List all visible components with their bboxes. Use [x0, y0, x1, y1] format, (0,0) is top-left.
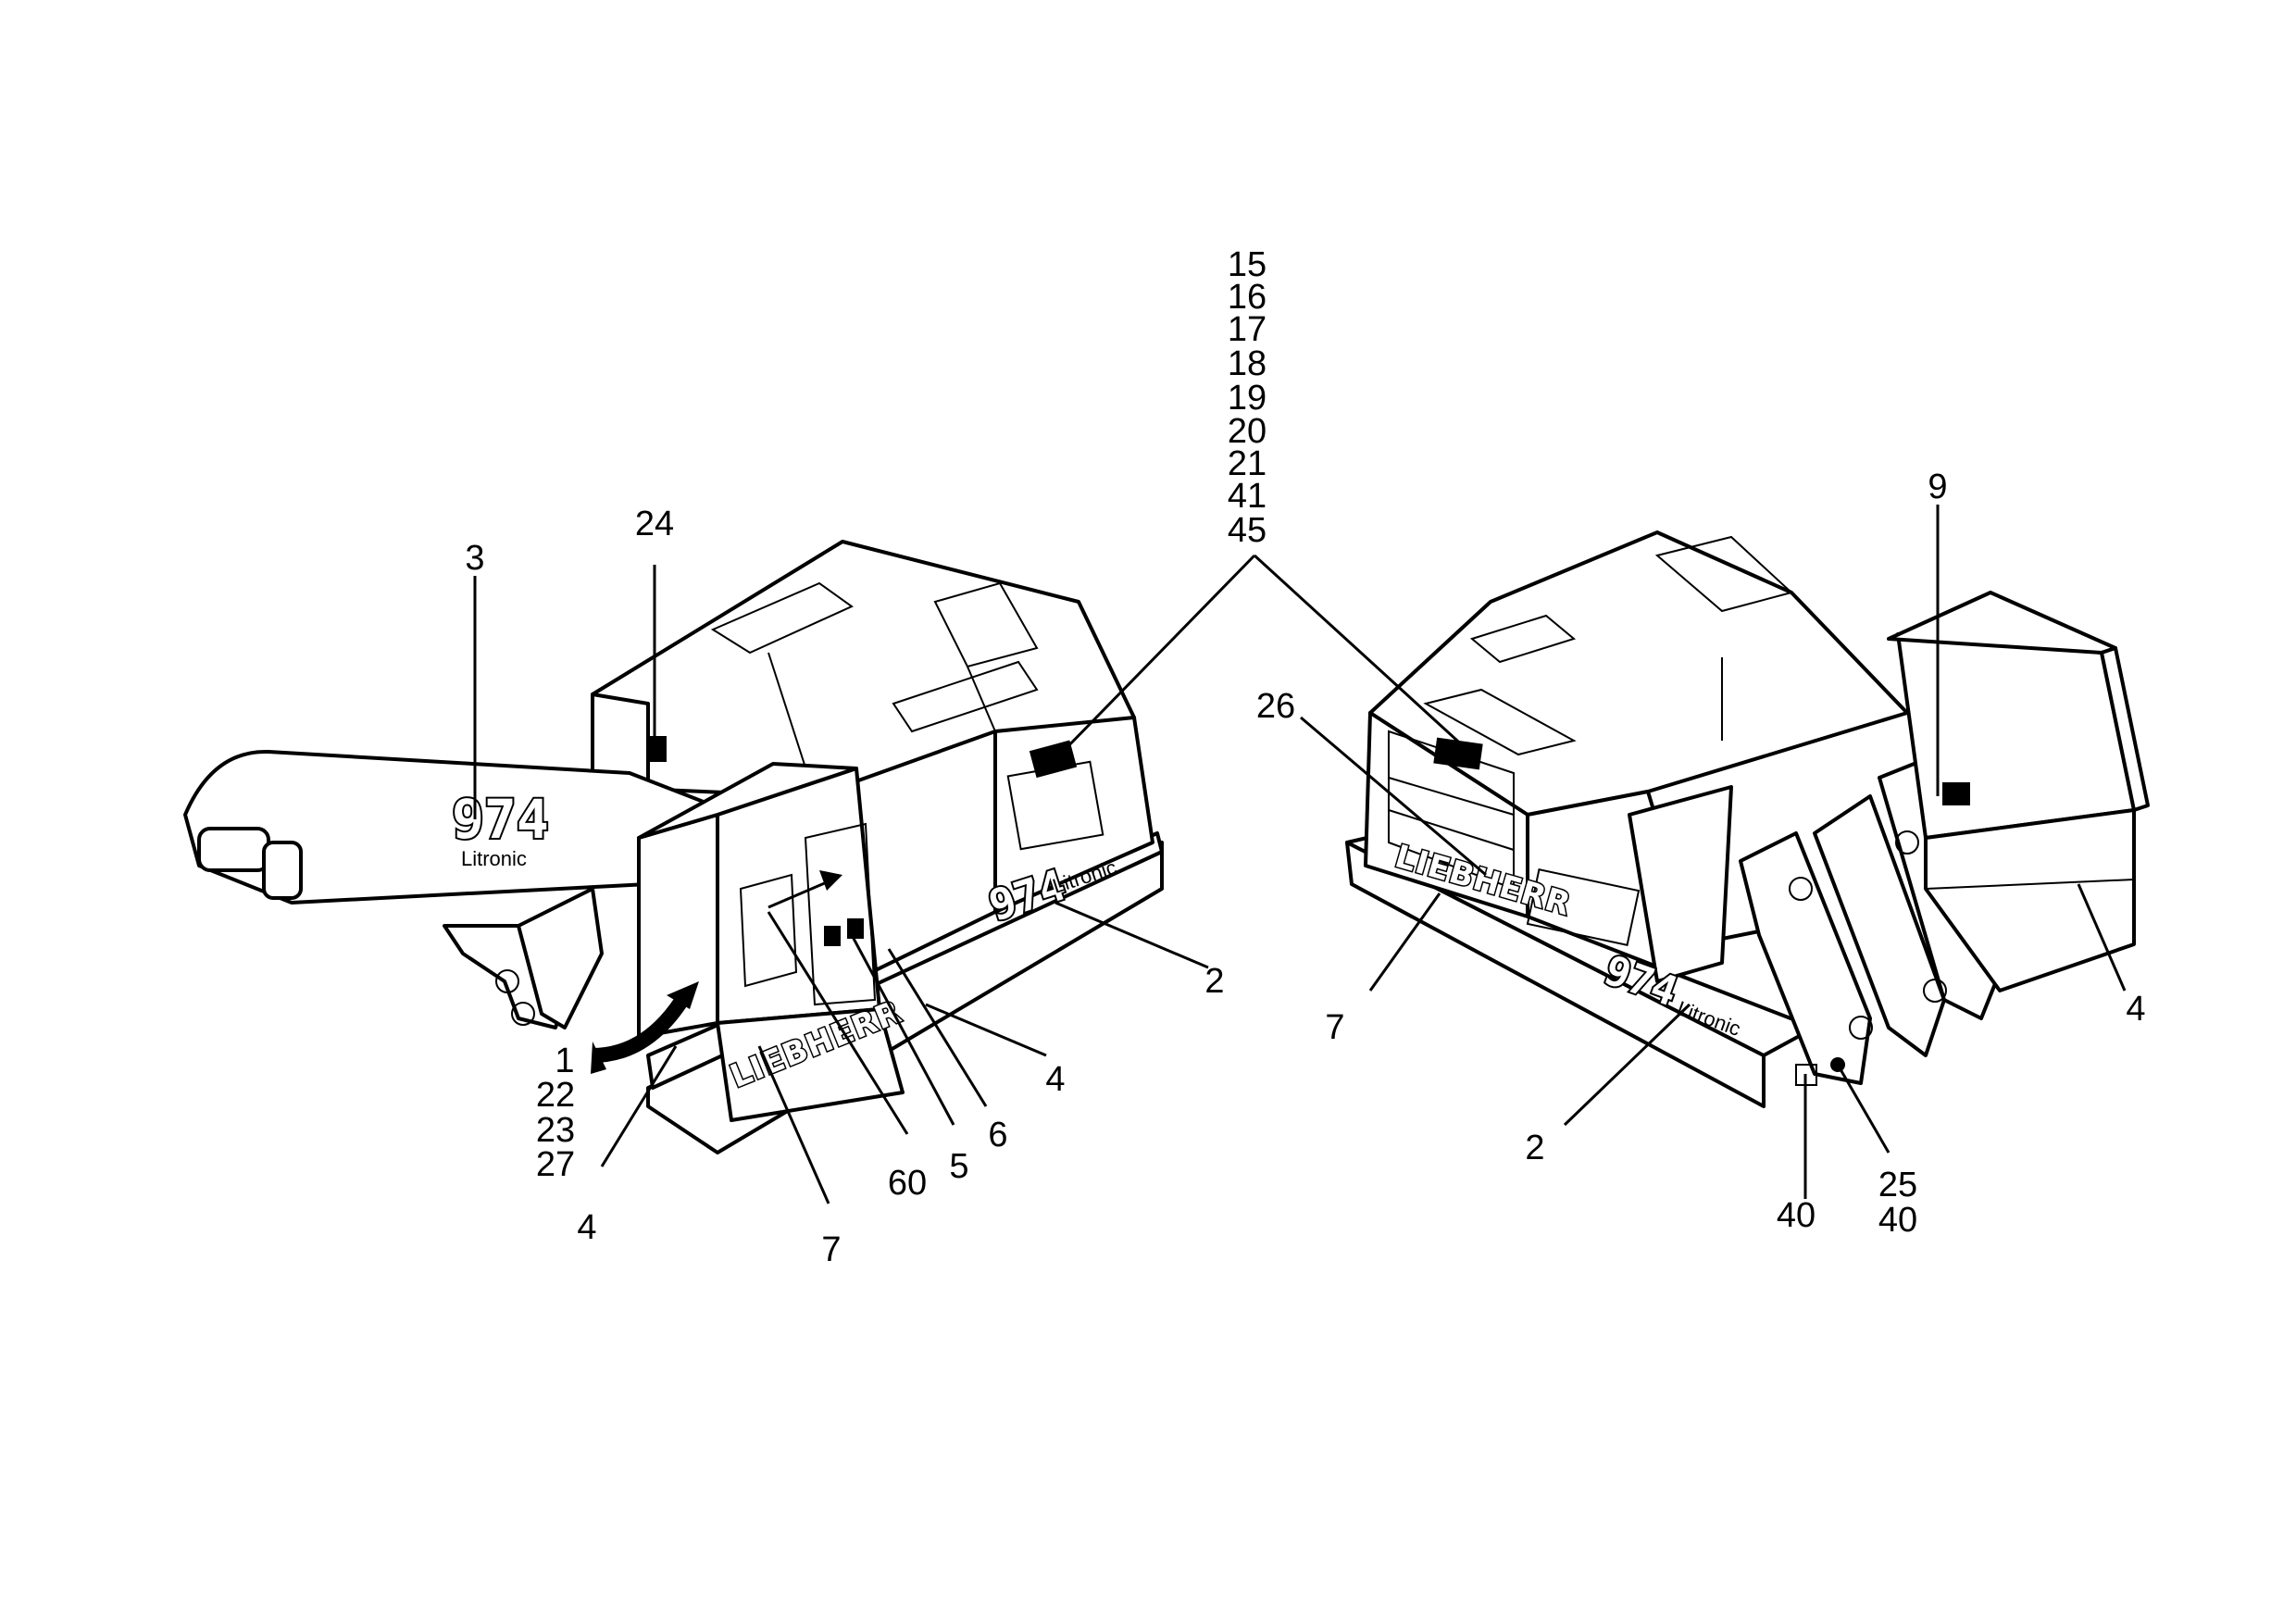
label-45: 45 — [1228, 511, 1267, 550]
label-27: 27 — [536, 1145, 575, 1184]
left-cab-sticker-5 — [824, 926, 841, 946]
left-cab-window — [739, 873, 798, 988]
label-60: 60 — [888, 1164, 927, 1203]
label-9: 9 — [1928, 468, 1947, 506]
left-machine: 974 Litronic LIEBHERR 974 Litronic — [183, 540, 1164, 1154]
label-4-left-mid: 4 — [1045, 1060, 1065, 1099]
right-counterweight-block — [1628, 785, 1733, 983]
label-17: 17 — [1228, 310, 1267, 349]
right-cab-base — [1924, 808, 2136, 992]
label-7-left: 7 — [821, 1230, 841, 1269]
left-roof-panel-3 — [892, 660, 1039, 733]
right-roof-panel-3 — [1423, 688, 1577, 756]
left-boom-litronic-decal: Litronic — [461, 847, 527, 870]
label-19: 19 — [1228, 379, 1267, 418]
label-22: 22 — [536, 1076, 575, 1115]
callout-labels: 15 16 17 18 19 20 21 41 45 24 3 1 22 23 … — [465, 245, 2145, 1269]
right-cab-sticker-9 — [1942, 782, 1970, 805]
right-arm-link-1 — [1739, 831, 1872, 1085]
right-arm-link-2 — [1813, 794, 1946, 1057]
label-20: 20 — [1228, 412, 1267, 451]
right-cab-side — [2100, 646, 2150, 812]
label-5: 5 — [949, 1147, 968, 1186]
label-40: 40 — [1777, 1196, 1816, 1235]
label-24: 24 — [635, 505, 674, 543]
label-25: 25 — [1878, 1166, 1917, 1204]
left-arm-link-2 — [517, 887, 604, 1029]
label-40-b: 40 — [1878, 1201, 1917, 1240]
right-vent-sticker — [1433, 737, 1483, 770]
label-18: 18 — [1228, 344, 1267, 383]
label-4-right: 4 — [2126, 990, 2145, 1029]
right-cab-front — [1896, 632, 2136, 840]
left-roof-panel-1 — [710, 581, 854, 655]
label-4-left-bottom: 4 — [577, 1208, 596, 1247]
label-26: 26 — [1256, 687, 1295, 726]
left-boom-foot-1 — [197, 827, 270, 872]
left-rear-sticker — [648, 736, 667, 762]
label-6: 6 — [988, 1116, 1007, 1154]
label-7-right: 7 — [1325, 1008, 1344, 1047]
label-41: 41 — [1228, 477, 1267, 516]
label-2-left: 2 — [1204, 962, 1224, 1001]
label-1: 1 — [555, 1042, 574, 1080]
right-machine: LIEBHERR 974 Litronic — [1345, 530, 2150, 1108]
label-23: 23 — [536, 1111, 575, 1150]
left-cab-base — [716, 1007, 905, 1122]
left-cab-sticker-6 — [847, 918, 864, 939]
label-2-right: 2 — [1525, 1129, 1544, 1167]
left-boom-model-decal: 974 — [452, 788, 549, 851]
right-roof-panel-2 — [1469, 614, 1577, 664]
left-cab-roof — [637, 762, 858, 840]
label-15: 15 — [1228, 245, 1267, 284]
label-21: 21 — [1228, 444, 1267, 483]
label-3: 3 — [465, 539, 484, 578]
label-16: 16 — [1228, 278, 1267, 317]
left-boom-foot-2 — [262, 841, 303, 900]
right-roof-panel-1 — [1654, 535, 1794, 613]
left-roof-panel-2 — [933, 581, 1039, 668]
left-cab-door — [804, 822, 877, 1006]
leader-lines — [473, 505, 2127, 1204]
